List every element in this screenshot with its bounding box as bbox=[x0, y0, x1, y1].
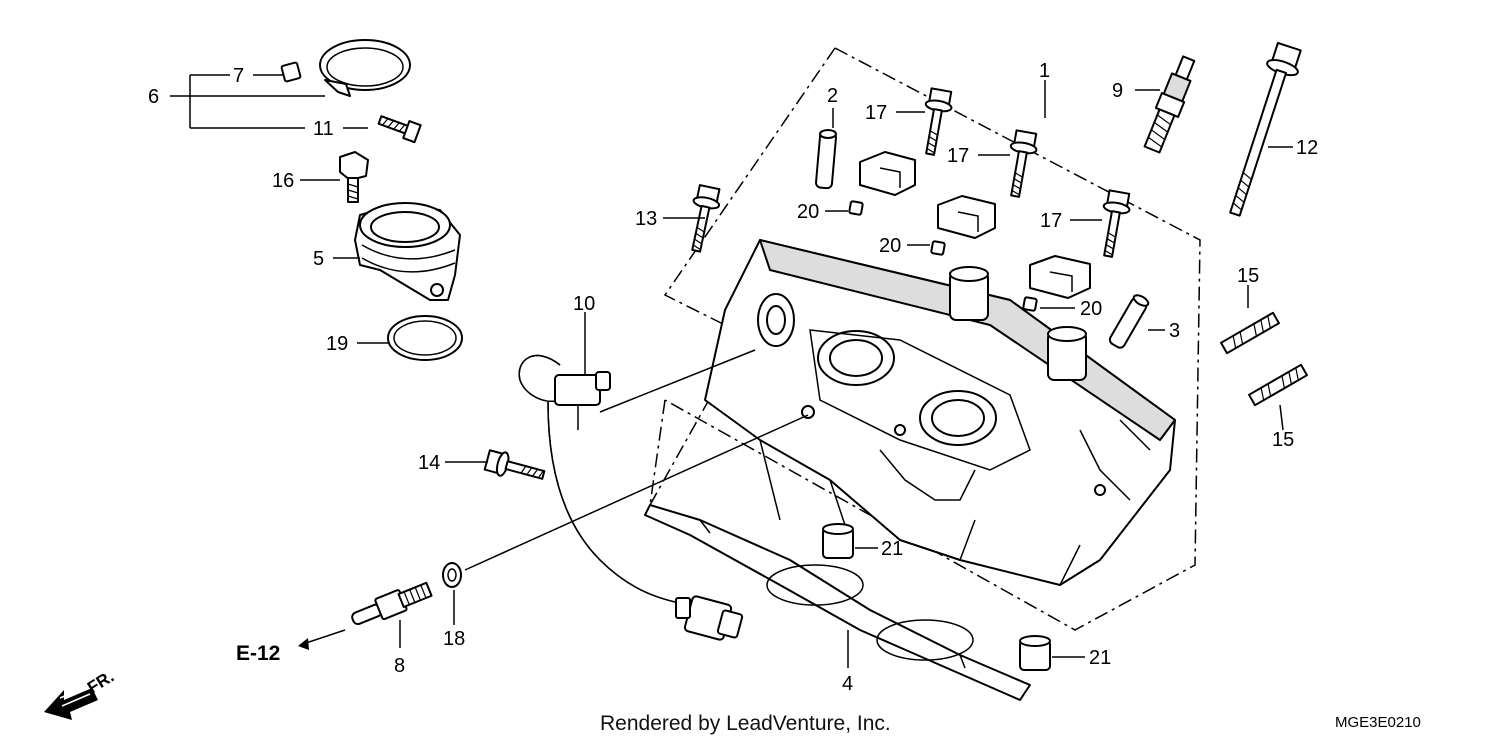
callout-12[interactable]: 12 bbox=[1296, 137, 1318, 159]
connector[interactable] bbox=[675, 595, 744, 641]
bolt-16[interactable] bbox=[339, 151, 369, 203]
spark-plug[interactable] bbox=[1141, 54, 1200, 154]
callout-6[interactable]: 6 bbox=[148, 86, 159, 108]
dowel-pin-20-b[interactable] bbox=[930, 240, 946, 256]
tube-2[interactable] bbox=[815, 129, 837, 190]
bolt-17-a[interactable] bbox=[917, 87, 954, 157]
front-arrow: FR. bbox=[44, 667, 117, 720]
callout-10[interactable]: 10 bbox=[573, 293, 595, 315]
camshaft-holder-a[interactable] bbox=[859, 151, 916, 196]
stud-bolt-lower[interactable] bbox=[1248, 363, 1308, 407]
sensor-10[interactable] bbox=[518, 354, 691, 606]
callout-17-c[interactable]: 17 bbox=[1040, 210, 1062, 232]
callout-3[interactable]: 3 bbox=[1169, 320, 1180, 342]
bolt-13[interactable] bbox=[683, 184, 722, 253]
camshaft-holder-c[interactable] bbox=[1029, 255, 1091, 299]
o-ring[interactable] bbox=[387, 315, 463, 361]
bolt-17-c[interactable] bbox=[1095, 189, 1132, 259]
leader-lines bbox=[170, 74, 1293, 668]
cylinder-head[interactable] bbox=[704, 239, 1176, 586]
dowel-21-b[interactable] bbox=[1019, 635, 1051, 671]
callouts: 1 2 3 4 5 6 7 8 9 10 11 12 13 14 15 15 1… bbox=[148, 60, 1318, 695]
callout-7[interactable]: 7 bbox=[233, 65, 244, 87]
callout-1[interactable]: 1 bbox=[1039, 60, 1050, 82]
callout-20-a[interactable]: 20 bbox=[797, 201, 819, 223]
callout-16[interactable]: 16 bbox=[272, 170, 294, 192]
callout-4[interactable]: 4 bbox=[842, 673, 853, 695]
reference-label[interactable]: E-12 bbox=[236, 642, 280, 665]
dowel-pin-20-c[interactable] bbox=[1022, 296, 1038, 312]
callout-15-lower[interactable]: 15 bbox=[1272, 429, 1294, 451]
diagram-code: MGE3E0210 bbox=[1335, 714, 1421, 731]
callout-18[interactable]: 18 bbox=[443, 628, 465, 650]
dowel-pin-20-a[interactable] bbox=[848, 200, 864, 216]
callout-19[interactable]: 19 bbox=[326, 333, 348, 355]
callout-21-b[interactable]: 21 bbox=[1089, 647, 1111, 669]
callout-17-a[interactable]: 17 bbox=[865, 102, 887, 124]
bolt-17-b[interactable] bbox=[1002, 129, 1039, 199]
callout-13[interactable]: 13 bbox=[635, 208, 657, 230]
callout-9[interactable]: 9 bbox=[1112, 80, 1123, 102]
callout-15-upper[interactable]: 15 bbox=[1237, 265, 1259, 287]
screw-11[interactable] bbox=[377, 112, 422, 144]
callout-20-b[interactable]: 20 bbox=[879, 235, 901, 257]
callout-14[interactable]: 14 bbox=[418, 452, 440, 474]
credit-text: Rendered by LeadVenture, Inc. bbox=[600, 712, 891, 735]
washer-18[interactable] bbox=[442, 562, 462, 588]
head-gasket[interactable] bbox=[644, 504, 1031, 701]
intake-insulator[interactable] bbox=[354, 202, 461, 301]
long-bolt[interactable] bbox=[1220, 41, 1305, 219]
callout-2[interactable]: 2 bbox=[827, 85, 838, 107]
band-nut-7[interactable] bbox=[280, 61, 302, 83]
hose-band[interactable] bbox=[319, 39, 411, 97]
callout-5[interactable]: 5 bbox=[313, 248, 324, 270]
bolt-14[interactable] bbox=[483, 448, 546, 486]
dowel-21-a[interactable] bbox=[822, 523, 854, 559]
tube-3[interactable] bbox=[1108, 293, 1150, 349]
callout-11[interactable]: 11 bbox=[313, 118, 334, 140]
callout-17-b[interactable]: 17 bbox=[947, 145, 969, 167]
stud-bolt-upper[interactable] bbox=[1220, 311, 1280, 355]
callout-21-a[interactable]: 21 bbox=[881, 538, 903, 560]
callout-8[interactable]: 8 bbox=[394, 655, 405, 677]
camshaft-holder-b[interactable] bbox=[937, 195, 996, 239]
temperature-sensor-8[interactable] bbox=[349, 579, 433, 630]
callout-20-c[interactable]: 20 bbox=[1080, 298, 1102, 320]
